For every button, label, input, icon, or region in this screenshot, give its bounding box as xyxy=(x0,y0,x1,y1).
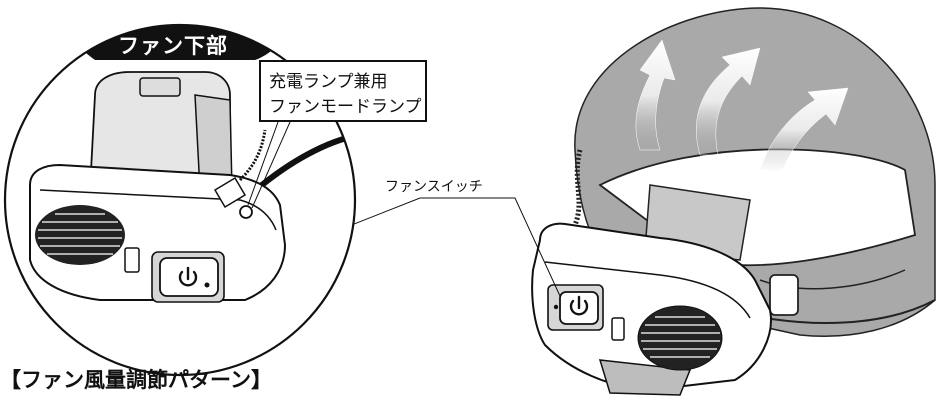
fan-switch-label: ファンスイッチ xyxy=(385,179,483,195)
lamp-leader-lines xyxy=(247,121,291,209)
lamp-callout-box: 充電ランプ兼用 ファンモードランプ xyxy=(259,60,427,122)
plug xyxy=(213,176,247,209)
battery-top xyxy=(139,77,181,97)
indicator-dot xyxy=(553,304,559,310)
fan-slider xyxy=(611,317,625,341)
lamp-callout-line1: 充電ランプ兼用 xyxy=(269,72,388,92)
plug-cable xyxy=(238,129,267,182)
inset-power-icon xyxy=(178,266,198,287)
lamp-callout-line2: ファンモードランプ xyxy=(269,97,422,117)
strap-buckle xyxy=(769,274,799,316)
fan-grille xyxy=(637,305,723,371)
power-icon xyxy=(569,295,589,316)
inset-fan-edge xyxy=(39,189,277,231)
airflow-arrow-icon xyxy=(635,39,849,173)
inset-fan-grille xyxy=(35,205,125,265)
fan-body-edge xyxy=(544,261,751,319)
section-title: 【ファン風量調節パターン】 xyxy=(0,368,272,392)
lamp-led xyxy=(239,205,253,219)
inset-tab-label: ファン下部 xyxy=(118,34,228,58)
inset-indicator-dot xyxy=(204,282,210,288)
inset-slider xyxy=(124,247,140,273)
helmet-fan-illustration xyxy=(531,7,936,396)
